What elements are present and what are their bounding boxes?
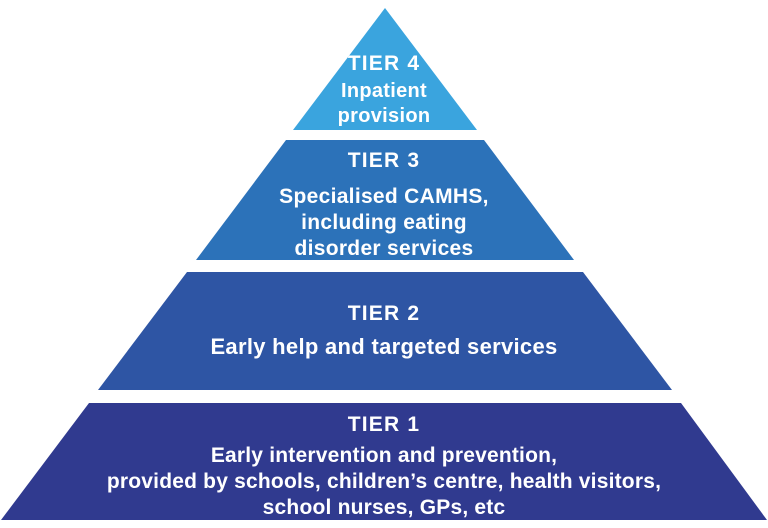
tier-3-label: TIER 3 (347, 149, 421, 172)
tier-4-shape: TIER 4 Inpatient provision (293, 8, 477, 130)
tier-4-description: Inpatient provision (337, 80, 431, 127)
tier-2-shape: TIER 2 Early help and targeted services (98, 272, 672, 390)
tier-3-description: Specialised CAMHS, including eating diso… (279, 185, 489, 260)
tier-1-shape: TIER 1 Early intervention and prevention… (1, 403, 767, 520)
tier-1-text: TIER 1 Early intervention and prevention… (1, 413, 767, 520)
tier-3-text: TIER 3 Specialised CAMHS, including eati… (196, 149, 574, 260)
tier-4-text: TIER 4 Inpatient provision (293, 52, 477, 129)
tier-2-description: Early help and targeted services (210, 334, 558, 359)
tier-2-label: TIER 2 (347, 302, 421, 325)
tier-4-label: TIER 4 (347, 52, 421, 75)
tier-1-description: Early intervention and prevention, provi… (106, 444, 662, 519)
tier-2-text: TIER 2 Early help and targeted services (98, 302, 672, 360)
tier-1-label: TIER 1 (347, 413, 421, 436)
tier-3-shape: TIER 3 Specialised CAMHS, including eati… (196, 140, 574, 260)
